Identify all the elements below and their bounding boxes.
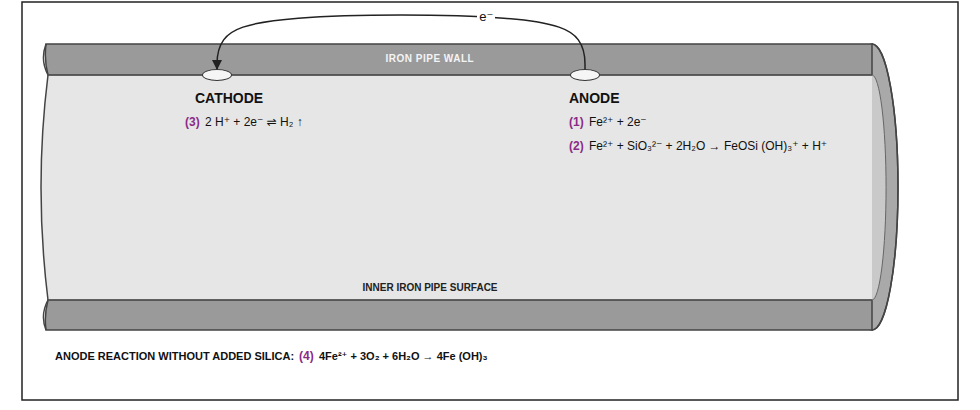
pipe-interior bbox=[41, 75, 872, 300]
frame bbox=[22, 2, 958, 400]
callout-number: (1) bbox=[569, 116, 584, 130]
reaction-equation: Fe²⁺ + 2e⁻ bbox=[589, 116, 647, 130]
pipe-end-rim bbox=[872, 44, 898, 330]
note-text: ANODE REACTION WITHOUT ADDED SILICA: bbox=[55, 350, 294, 363]
reaction-equation: Fe²⁺ + SiO₃²⁻ + 2H₂O → FeOSi (OH)₃⁺ + H⁺ bbox=[589, 140, 827, 154]
reaction-equation: 4Fe²⁺ + 3O₂ + 6H₂O → 4Fe (OH)₃ bbox=[319, 350, 488, 363]
callout-number: (2) bbox=[569, 140, 584, 154]
reaction-equation: 2 H⁺ + 2e⁻ ⇌ H₂ ↑ bbox=[205, 116, 303, 130]
surface-label: INNER IRON PIPE SURFACE bbox=[363, 282, 498, 294]
pipe-bottom-wall bbox=[45, 300, 872, 330]
corrosion-site: ANODE(1)Fe²⁺ + 2e⁻(2)Fe²⁺ + SiO₃²⁻ + 2H₂… bbox=[570, 69, 600, 81]
corrosion-site: CATHODE(3)2 H⁺ + 2e⁻ ⇌ H₂ ↑ bbox=[202, 69, 232, 81]
wall-label: IRON PIPE WALL bbox=[386, 53, 475, 65]
pipe-end-inner bbox=[872, 75, 886, 300]
callout-number: (4) bbox=[299, 350, 314, 364]
site-heading: ANODE bbox=[569, 90, 620, 106]
wall-edge bbox=[48, 300, 872, 301]
edge-label: e⁻ bbox=[477, 10, 495, 25]
site-heading: CATHODE bbox=[195, 90, 263, 106]
wall-edge bbox=[48, 75, 872, 76]
pipe-left-edge bbox=[41, 44, 48, 330]
callout-number: (3) bbox=[185, 116, 200, 130]
electron-flow-arrow bbox=[217, 15, 585, 69]
pipe-top-wall bbox=[45, 44, 872, 75]
